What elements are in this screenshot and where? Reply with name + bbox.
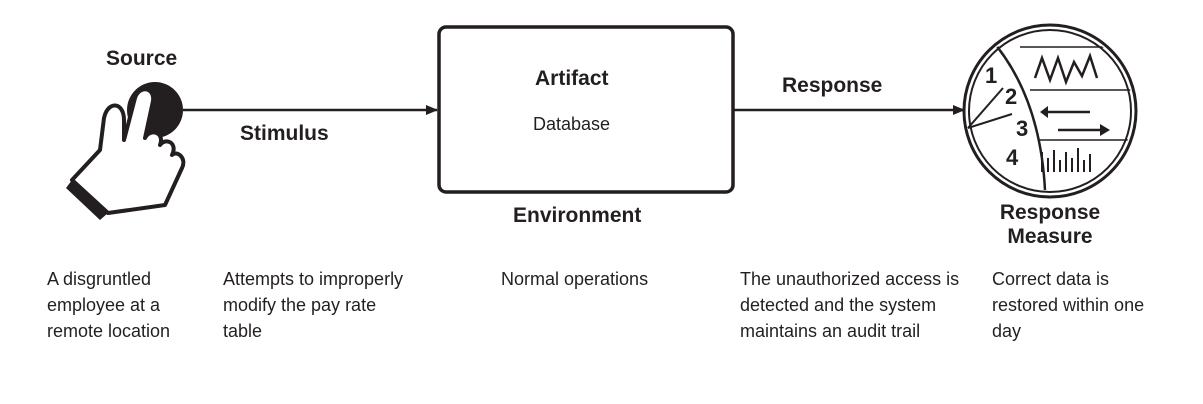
response-measure-description: Correct data is restored within one day bbox=[992, 269, 1145, 341]
response-measure-label-line2: Measure bbox=[1007, 225, 1093, 248]
source-description: A disgruntled employee at a remote locat… bbox=[47, 269, 171, 341]
response-measure-label-line1: Response bbox=[999, 201, 1101, 224]
response-description: The unauthorized access is detected and … bbox=[740, 269, 960, 341]
gauge-number-2: 2 bbox=[1005, 84, 1017, 109]
response-measure-label: Response Measure bbox=[980, 201, 1120, 249]
gauge-number-3: 3 bbox=[1016, 116, 1028, 141]
gauge-dial-icon: 1 2 3 4 bbox=[962, 23, 1138, 199]
environment-label: Environment bbox=[513, 204, 642, 227]
hand-pointer-icon bbox=[66, 82, 186, 220]
artifact-value: Database bbox=[533, 114, 611, 134]
response-label: Response bbox=[782, 74, 883, 97]
gauge-number-4: 4 bbox=[1006, 145, 1019, 170]
artifact-box bbox=[437, 25, 735, 194]
source-label: Source bbox=[106, 47, 178, 70]
stimulus-label: Stimulus bbox=[240, 122, 329, 145]
gauge-number-1: 1 bbox=[985, 63, 997, 88]
environment-description: Normal operations bbox=[501, 269, 649, 289]
stimulus-description: Attempts to improperly modify the pay ra… bbox=[223, 269, 404, 341]
artifact-label: Artifact bbox=[535, 67, 609, 90]
